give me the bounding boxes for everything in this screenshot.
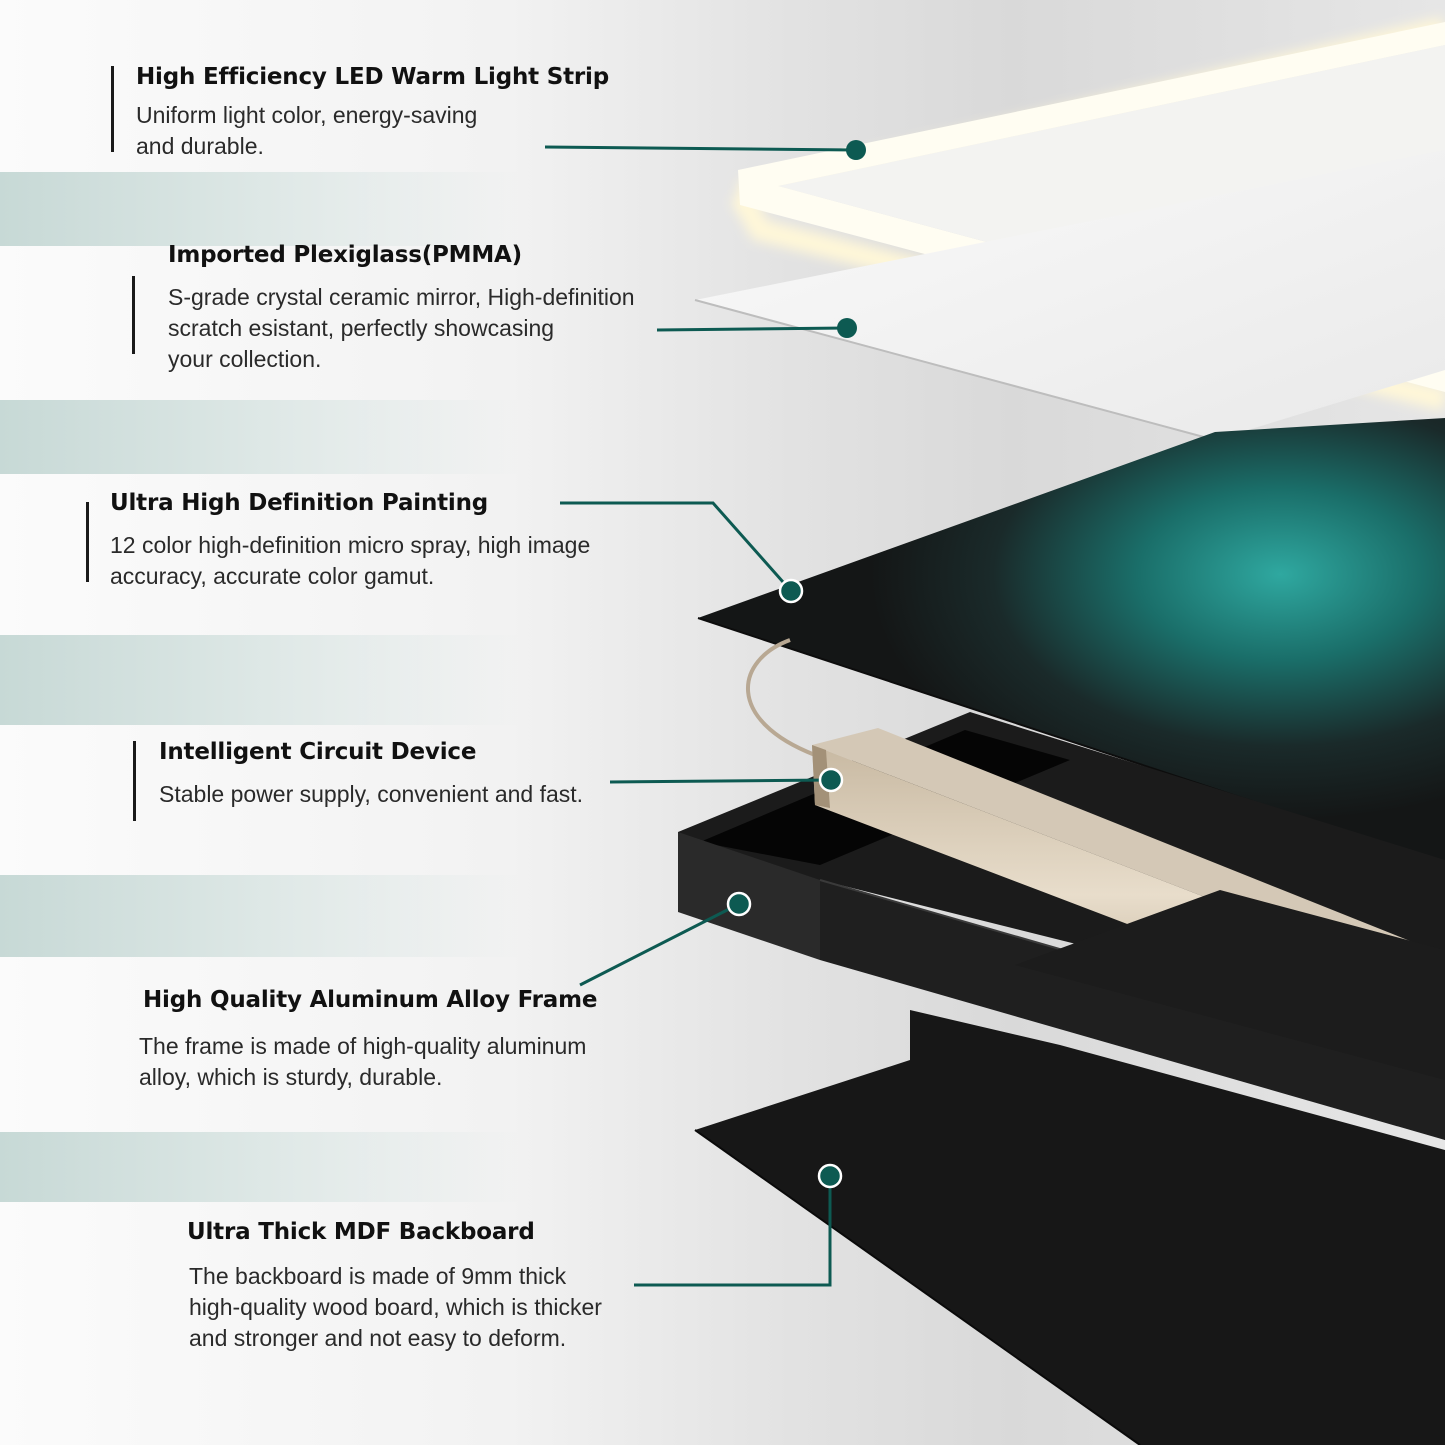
painting-marker — [778, 578, 804, 604]
callout-accent-bar — [132, 276, 135, 354]
side-band — [0, 635, 520, 725]
leader-lines — [544, 145, 857, 1287]
side-band — [0, 172, 520, 246]
frame-marker — [726, 891, 752, 917]
leader-dots — [726, 140, 866, 1189]
callout-plexiglass: Imported Plexiglass(PMMA) S-grade crysta… — [132, 242, 635, 375]
callout-description: S-grade crystal ceramic mirror, High-def… — [168, 284, 635, 372]
callout-title: High Efficiency LED Warm Light Strip — [136, 64, 609, 90]
callout-description: Stable power supply, convenient and fast… — [159, 781, 584, 807]
callout-accent-bar — [133, 741, 136, 821]
callout-accent-bar — [86, 502, 89, 582]
side-band — [0, 875, 520, 957]
callout-description: The backboard is made of 9mm thick high-… — [189, 1263, 602, 1351]
backboard-marker — [817, 1163, 843, 1189]
plexiglass-layer — [694, 150, 1445, 445]
callout-title: Imported Plexiglass(PMMA) — [168, 242, 522, 268]
led-strip-marker — [846, 140, 866, 160]
callout-title: Intelligent Circuit Device — [159, 739, 477, 765]
callout-description: The frame is made of high-quality alumin… — [139, 1033, 587, 1090]
side-band — [0, 1132, 520, 1202]
backboard-layer — [694, 890, 1445, 1445]
callout-frame: High Quality Aluminum Alloy Frame The fr… — [139, 987, 598, 1093]
callout-led-strip: High Efficiency LED Warm Light Strip Uni… — [111, 64, 609, 162]
side-band — [0, 400, 520, 474]
callout-description: 12 color high-definition micro spray, hi… — [110, 532, 591, 589]
callout-title: High Quality Aluminum Alloy Frame — [143, 987, 598, 1013]
callout-title: Ultra High Definition Painting — [110, 490, 489, 516]
callout-title: Ultra Thick MDF Backboard — [187, 1219, 535, 1245]
circuit-wire — [745, 638, 816, 757]
plexiglass-marker — [837, 318, 857, 338]
circuit-marker — [818, 767, 844, 793]
callout-circuit: Intelligent Circuit Device Stable power … — [133, 739, 584, 821]
callout-painting: Ultra High Definition Painting 12 color … — [86, 490, 590, 592]
callout-accent-bar — [111, 66, 114, 152]
callout-backboard: Ultra Thick MDF Backboard The backboard … — [187, 1219, 602, 1354]
callout-description: Uniform light color, energy-saving and d… — [136, 102, 478, 159]
